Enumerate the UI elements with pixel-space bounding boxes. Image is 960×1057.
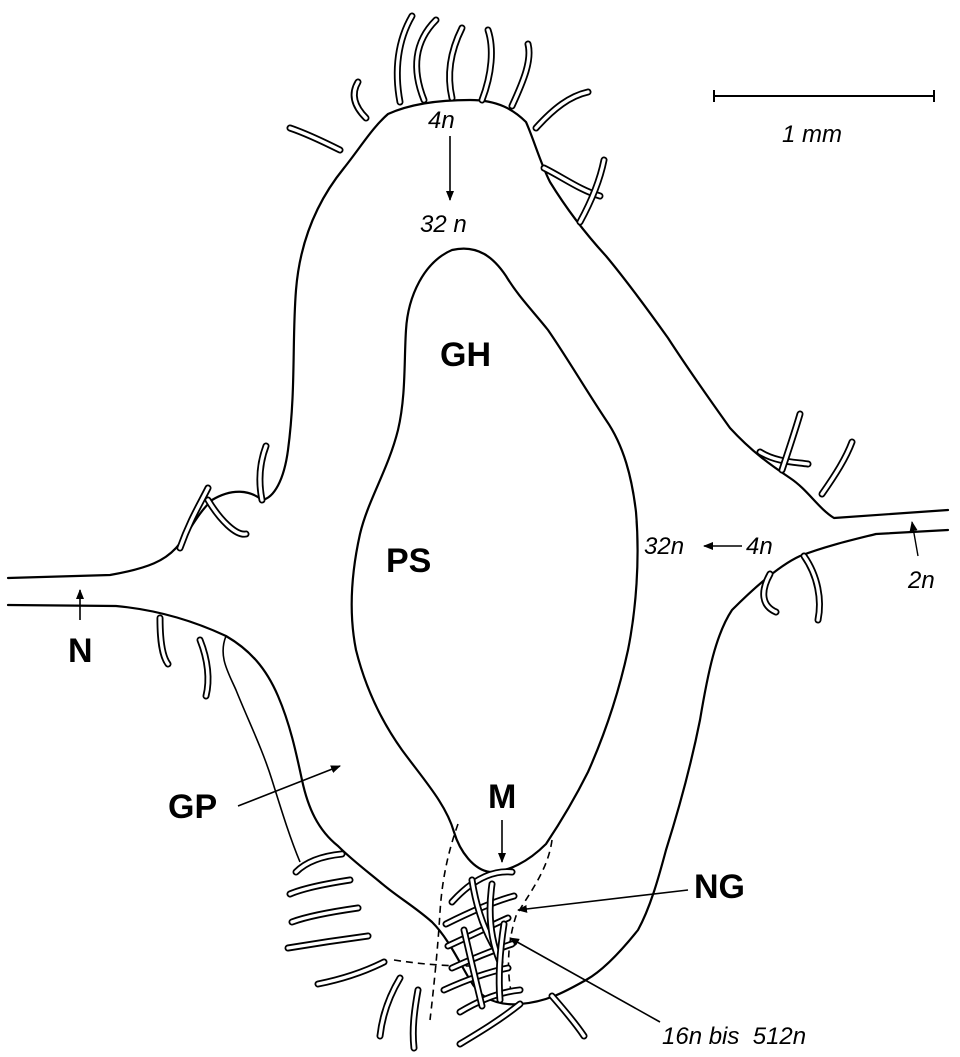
hair-top-3 (450, 28, 462, 98)
hair-right-5 (764, 574, 776, 612)
label-ploidy-range: 16n bis 512n (662, 1023, 806, 1050)
hair-top-1 (397, 16, 412, 102)
arrow-2n (912, 522, 918, 556)
hair-bottom-9 (552, 996, 584, 1036)
hair-top-6 (536, 92, 588, 128)
label-ng: NG (694, 868, 745, 906)
label-right-32n: 32n (644, 533, 684, 560)
hair-top-5 (512, 44, 529, 106)
label-2n: 2n (907, 567, 935, 594)
hair-left-2 (208, 500, 246, 534)
hair-bottom-7 (413, 990, 418, 1048)
hair-left-1 (180, 488, 208, 548)
scale-bar: 1 mm (714, 90, 934, 148)
arrow-ng (518, 890, 688, 910)
hair-left-5 (200, 640, 208, 696)
hair-left-3 (260, 446, 266, 500)
label-top-4n: 4n (428, 107, 455, 134)
label-gh: GH (440, 336, 491, 374)
hair-tangle-9 (464, 930, 482, 1006)
neck-dashed-right (509, 840, 552, 996)
label-top-32n: 32 n (420, 211, 467, 238)
hair-top-left-2 (354, 82, 366, 118)
hair-right-3 (822, 442, 852, 494)
hair-right-4 (804, 556, 819, 620)
hair-bottom-4 (288, 936, 368, 948)
hair-left-4 (160, 618, 168, 664)
scale-bar-label: 1 mm (782, 121, 842, 148)
hair-tangle-10 (499, 924, 504, 1000)
hair-top-left-1 (290, 128, 340, 150)
outer-gland-left-lobe-edge (223, 636, 300, 862)
label-m: M (488, 778, 516, 816)
label-ps: PS (386, 542, 431, 580)
hair-bottom-1 (296, 854, 342, 872)
label-right-4n: 4n (746, 533, 773, 560)
hair-bottom-3 (292, 908, 358, 922)
hair-bottom-6 (380, 978, 400, 1036)
hair-bottom-5 (318, 962, 384, 984)
hairs (160, 16, 852, 1048)
hair-top-4 (482, 30, 491, 100)
label-n: N (68, 632, 93, 670)
arrow-ploidy-range (510, 938, 660, 1022)
hair-bottom-2 (290, 880, 350, 894)
hair-top-2 (417, 20, 436, 100)
arrow-gp (238, 766, 340, 806)
label-gp: GP (168, 788, 217, 826)
